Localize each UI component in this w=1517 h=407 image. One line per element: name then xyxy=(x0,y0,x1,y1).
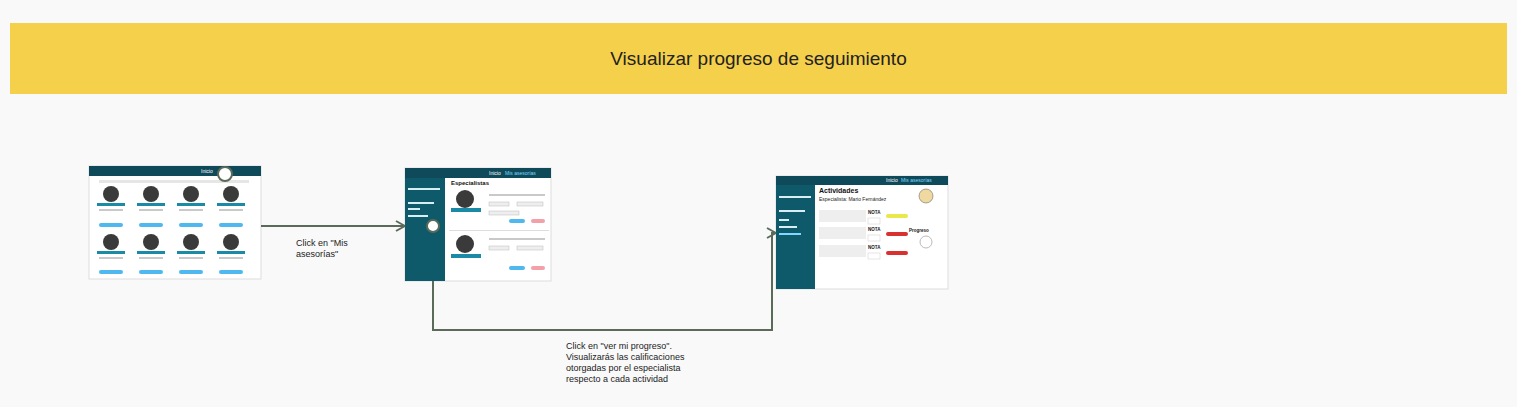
diagram-title: Visualizar progreso de seguimiento xyxy=(10,23,1507,94)
screen-thumbnail: Inicio xyxy=(89,166,261,279)
screen-text: Progreso xyxy=(909,229,929,234)
screen-2 xyxy=(405,168,551,281)
screen-1 xyxy=(89,166,261,279)
edge-label: Click en "Mis asesorías" xyxy=(296,238,368,260)
screen-text: Inicio xyxy=(886,178,898,183)
screen-thumbnail: Inicio Mis asesoríasEspecialistas xyxy=(405,168,551,281)
flow-connector xyxy=(261,225,405,227)
screen-text: Mis asesorías xyxy=(505,171,536,176)
screen-text: Inicio xyxy=(201,169,213,174)
flow-connector xyxy=(433,233,776,330)
edge-label: Click en "ver mi progreso". Visualizarás… xyxy=(566,341,716,385)
screen-text: Especialistas xyxy=(451,180,489,186)
arrow-head xyxy=(767,228,776,238)
screen-text: Especialista: Mario Fernández xyxy=(819,197,886,202)
screen-3 xyxy=(776,176,948,289)
screen-text: NOTA xyxy=(868,211,880,216)
screen-text: NOTA xyxy=(868,228,880,233)
screen-text: Actividades xyxy=(819,187,858,194)
arrow-head xyxy=(396,221,405,231)
screen-text: Inicio xyxy=(489,171,501,176)
screen-thumbnail: InicioMis asesoríasActividadesEspecialis… xyxy=(776,176,948,289)
screen-text: Mis asesorías xyxy=(901,178,932,183)
screen-text: NOTA xyxy=(868,246,880,251)
click-marker xyxy=(427,220,439,232)
